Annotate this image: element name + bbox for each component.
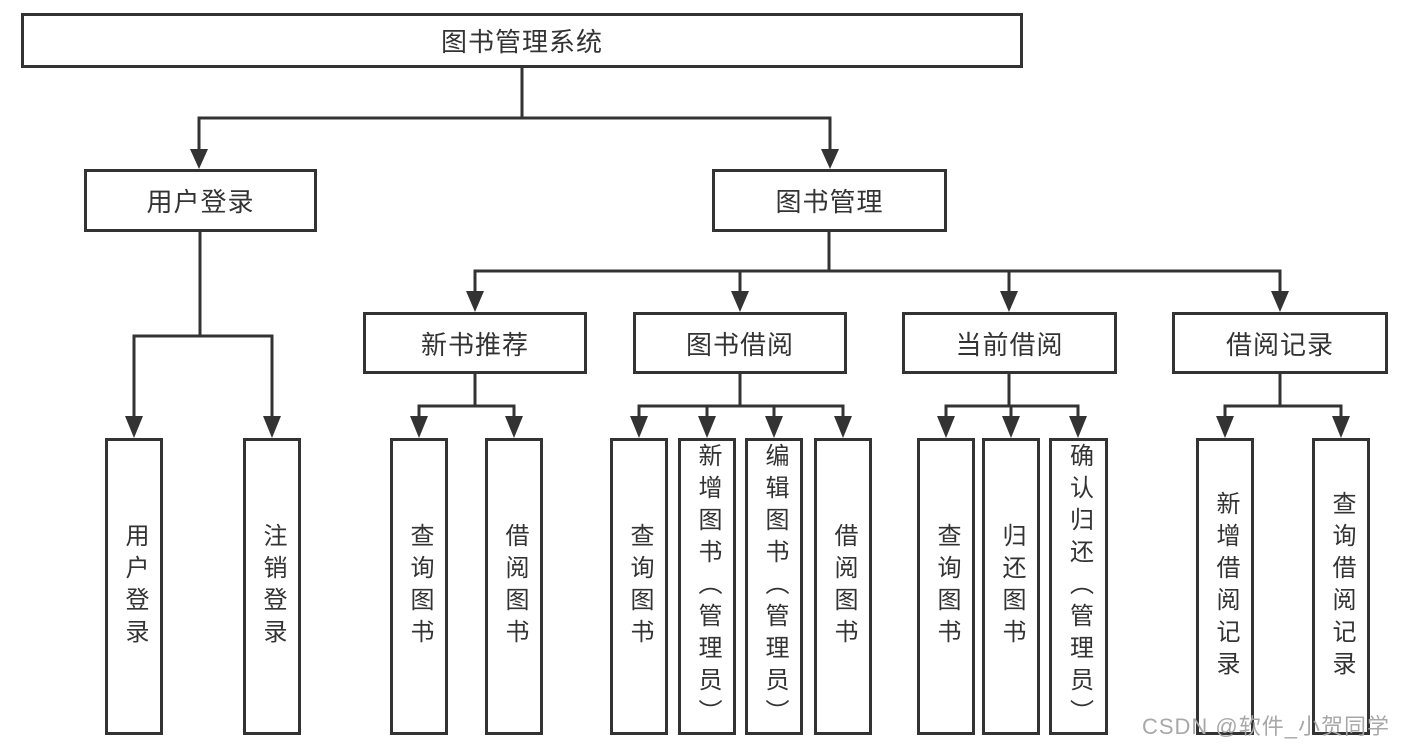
connector-line: [132, 232, 274, 418]
node-book-borrow: 图书借阅: [633, 312, 847, 374]
node-label: 图书管理: [775, 187, 884, 217]
node-current-borrow: 当前借阅: [902, 312, 1117, 374]
node-label: 用户登录: [121, 522, 148, 651]
connector-line: [944, 374, 1080, 418]
csdn-watermark: CSDN @软件_小贺同学: [1141, 714, 1390, 739]
node-label: 归还图书: [998, 522, 1025, 651]
connector-new-book-branch: [410, 374, 523, 438]
connector-line: [1223, 374, 1343, 418]
node-book-management: 图书管理: [712, 169, 947, 232]
connector-line: [197, 68, 832, 151]
leaf-borrow-books-recommend: 借阅图书: [485, 438, 543, 735]
connector-line: [473, 232, 1282, 293]
node-label: 新增图书（管理员）: [694, 442, 721, 731]
leaf-confirm-return-admin: 确认归还（管理员）: [1049, 438, 1108, 735]
arrowhead: [125, 416, 143, 438]
arrowhead: [698, 416, 716, 438]
arrowhead: [630, 416, 648, 438]
arrowhead: [1000, 291, 1018, 312]
connector-line: [637, 374, 845, 418]
node-root-book-management-system: 图书管理系统: [21, 13, 1023, 68]
node-label: 确认归还（管理员）: [1065, 442, 1093, 731]
node-label: 编辑图书（管理员）: [761, 442, 788, 731]
node-label: 当前借阅: [955, 329, 1064, 360]
node-new-book-recommend: 新书推荐: [363, 312, 587, 374]
connector-line: [417, 374, 516, 418]
connector-book-management-branch: [466, 232, 1289, 312]
leaf-logout: 注销登录: [243, 438, 301, 735]
arrowhead: [1332, 416, 1350, 438]
arrowhead: [505, 416, 523, 438]
leaf-edit-book-admin: 编辑图书（管理员）: [745, 438, 803, 735]
node-label: 借阅图书: [830, 522, 857, 651]
arrowhead: [821, 149, 839, 169]
leaf-return-book: 归还图书: [982, 438, 1040, 735]
arrowhead: [834, 416, 852, 438]
leaf-add-borrow-record: 新增借阅记录: [1196, 438, 1254, 735]
node-label: 新增借阅记录: [1212, 490, 1239, 683]
leaf-query-borrow-record: 查询借阅记录: [1312, 438, 1370, 735]
node-label: 查询图书: [626, 522, 653, 651]
arrowhead: [765, 416, 783, 438]
node-label: 注销登录: [259, 522, 286, 651]
connector-current-borrow-branch: [937, 374, 1087, 438]
arrowhead: [937, 416, 955, 438]
node-label: 图书管理系统: [440, 27, 603, 57]
node-label: 查询图书: [933, 522, 960, 651]
node-label: 新书推荐: [420, 329, 529, 360]
connector-root-branch: [190, 68, 839, 169]
arrowhead: [1002, 416, 1020, 438]
node-label: 借阅图书: [501, 522, 528, 651]
node-borrow-record: 借阅记录: [1172, 312, 1388, 374]
leaf-query-books-recommend: 查询图书: [390, 438, 448, 735]
node-label: 查询图书: [406, 522, 433, 651]
arrowhead: [1271, 291, 1289, 312]
arrowhead: [1216, 416, 1234, 438]
arrowhead: [731, 291, 749, 312]
connector-book-borrow-branch: [630, 374, 852, 438]
leaf-borrow-books: 借阅图书: [814, 438, 872, 735]
node-label: 查询借阅记录: [1328, 490, 1355, 683]
node-label: 借阅记录: [1225, 329, 1334, 360]
node-label: 用户登录: [146, 187, 255, 217]
arrowhead: [263, 416, 281, 438]
leaf-query-books-current: 查询图书: [917, 438, 975, 735]
arrowhead: [466, 291, 484, 312]
connector-borrow-record-branch: [1216, 374, 1350, 438]
leaf-query-books-borrow: 查询图书: [610, 438, 668, 735]
connector-user-login-branch: [125, 232, 281, 438]
leaf-add-book-admin: 新增图书（管理员）: [678, 438, 736, 735]
node-user-login: 用户登录: [84, 169, 317, 232]
arrowhead: [190, 149, 208, 169]
arrowhead: [1069, 416, 1087, 438]
arrowhead: [410, 416, 428, 438]
leaf-user-login: 用户登录: [105, 438, 163, 735]
node-label: 图书借阅: [685, 329, 794, 360]
